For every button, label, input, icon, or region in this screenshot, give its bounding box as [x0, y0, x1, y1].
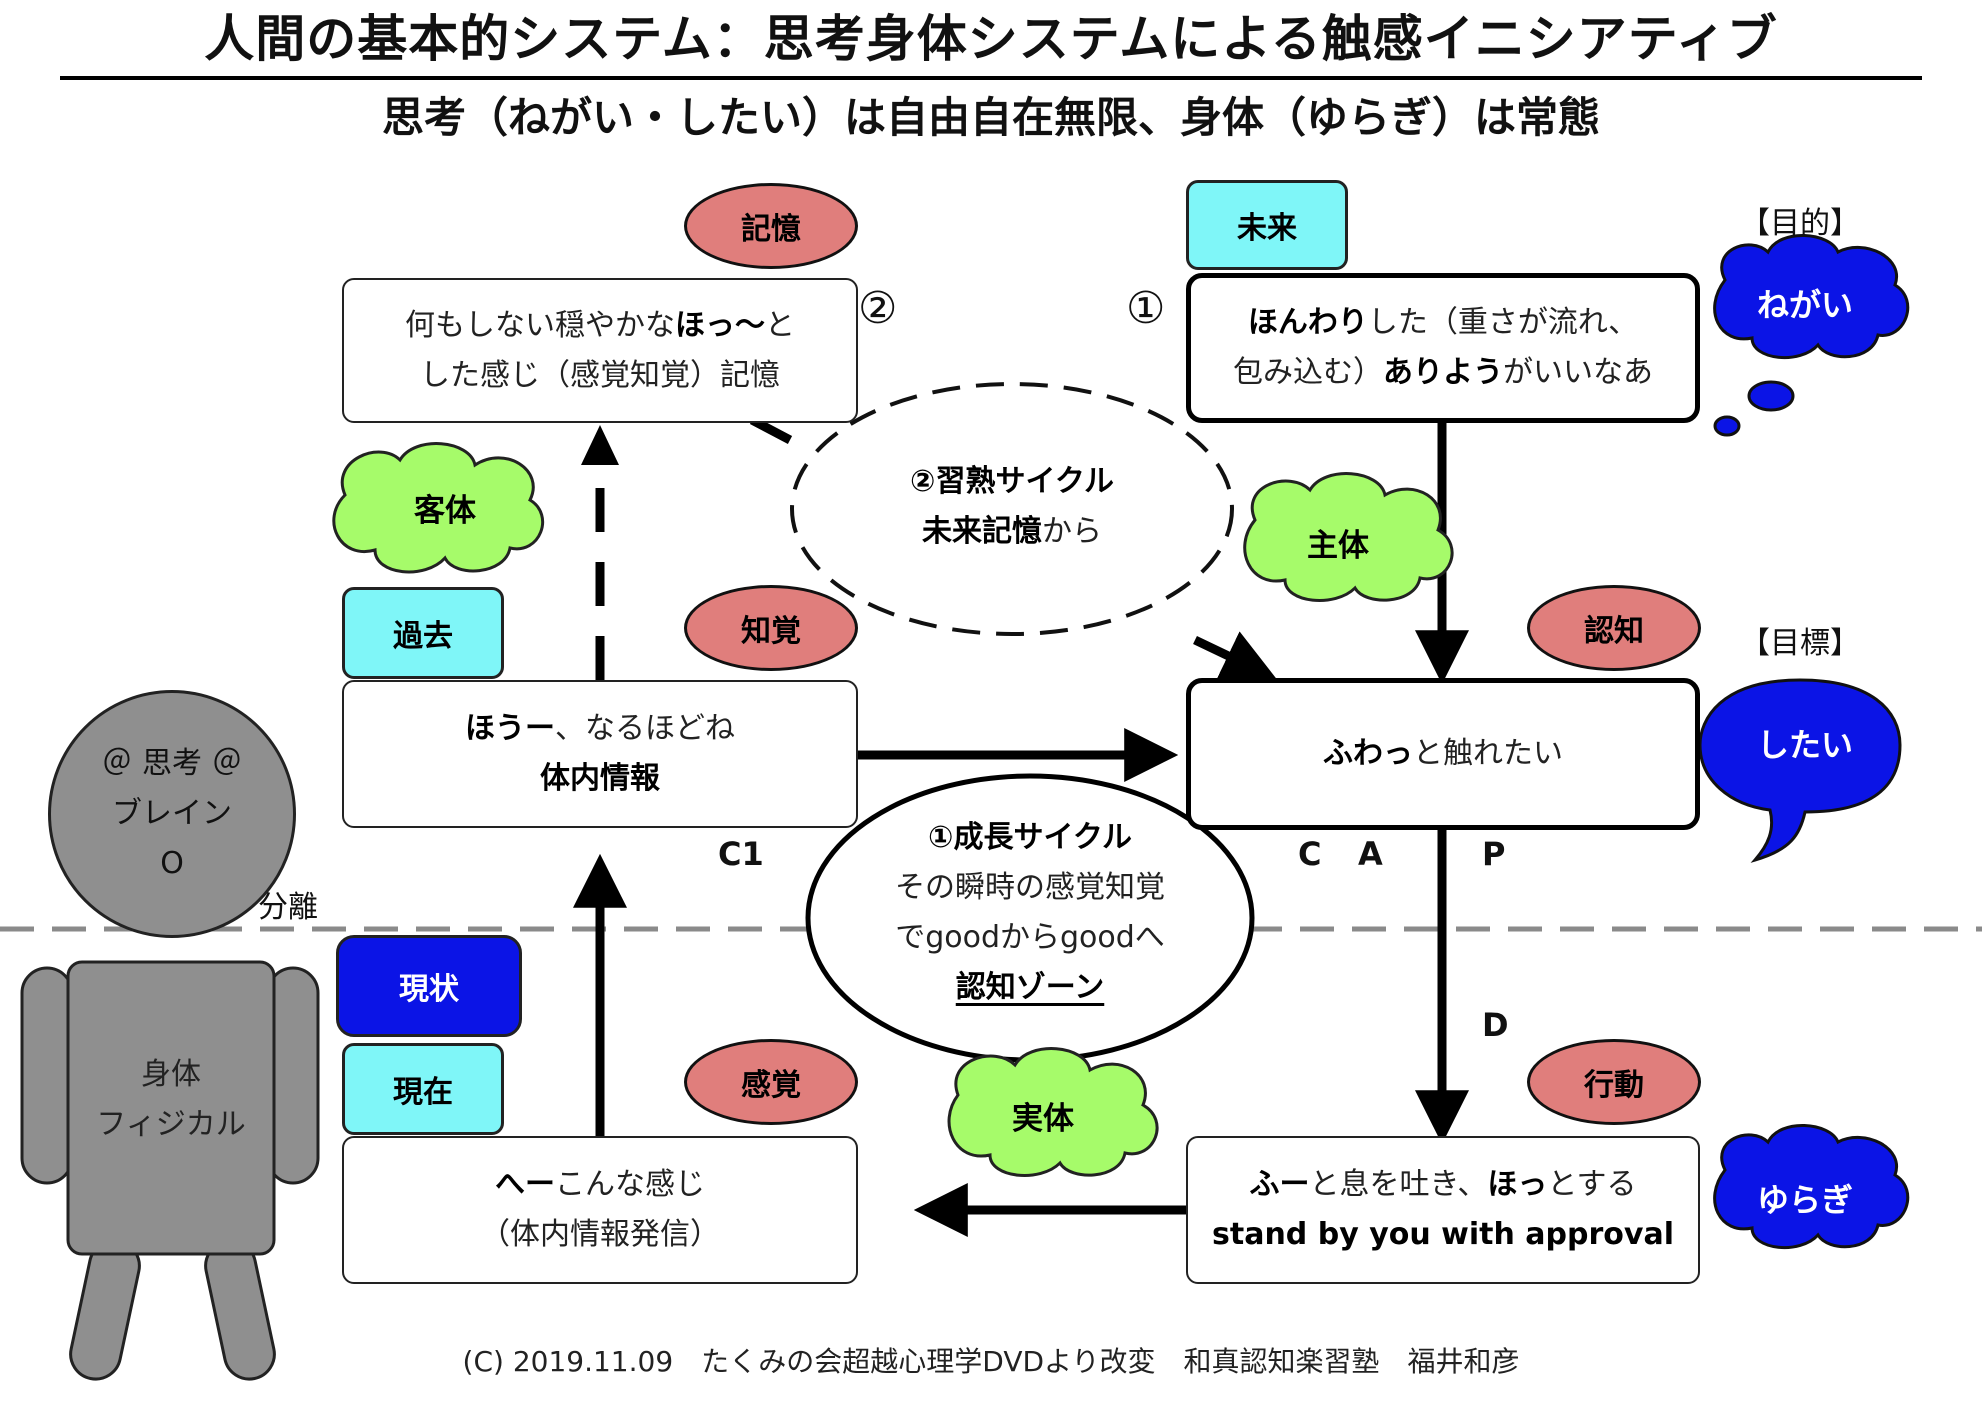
cloud-kyakutai-shape: [332, 442, 545, 574]
goal-text-post2: がいいなあ: [1503, 355, 1653, 390]
sensation-text-bold: へー: [495, 1167, 555, 1202]
growth-cycle-line2: その瞬時の感覚知覚: [895, 870, 1165, 905]
body-figure-text: 身体 フィジカル: [68, 1050, 274, 1150]
mastery-cycle-post: から: [1042, 514, 1102, 549]
pill-chikaku: 知覚: [684, 585, 858, 671]
pill-kankaku: 感覚: [684, 1039, 858, 1125]
wave-cloud-shape: [1713, 1124, 1910, 1250]
label-mokuhyo: 【目標】: [1740, 626, 1860, 661]
goal-text-post: した（重さが流れ、: [1367, 305, 1639, 340]
box-action-line2: stand by you with approval: [1212, 1217, 1674, 1252]
growth-cycle-title: ①成長サイクル: [928, 820, 1132, 855]
mastery-cycle-bold: 未来記憶: [922, 514, 1042, 549]
tag-mirai: 未来: [1186, 180, 1348, 270]
page-subtitle: 思考（ねがい・したい）は自由自在無限、身体（ゆらぎ）は常態: [381, 93, 1600, 142]
tag-kako: 過去: [342, 587, 504, 679]
memory-to-cycle-dash: [749, 416, 793, 444]
mastery-cycle-sub: 未来記憶から: [842, 507, 1182, 557]
arrow-head-memory: [581, 425, 619, 465]
pill-kioku: 記憶: [684, 183, 858, 269]
box-goal-line1: ほんわりした（重さが流れ、: [1248, 298, 1638, 348]
body-line1: 身体: [141, 1057, 201, 1092]
box-goal: ほんわりした（重さが流れ、 包み込む）ありようがいいなあ: [1186, 273, 1700, 423]
growth-cycle-text: ①成長サイクル その瞬時の感覚知覚 でgoodからgoodへ 認知ゾーン: [860, 813, 1200, 1013]
target-text-bold: ふわっ: [1323, 736, 1413, 771]
tag-genzai: 現在: [342, 1043, 504, 1135]
goal-text-bold2: ありよう: [1383, 355, 1503, 390]
perception-text-post: 、なるほどね: [555, 711, 735, 746]
cloud-jittai-shape: [947, 1047, 1159, 1177]
growth-cycle-zone: 認知ゾーン: [955, 970, 1105, 1005]
goal-text-pre2: 包み込む）: [1233, 355, 1383, 390]
head-line2: ブレイン: [112, 796, 232, 831]
cloud-jittai: 実体: [1012, 1101, 1074, 1137]
action-text-mid: と息を吐き、: [1309, 1167, 1488, 1202]
cloud-shutai-shape: [1243, 472, 1454, 602]
speech-bubble-shitai: したい: [1756, 726, 1853, 764]
box-action: ふーと息を吐き、ほっとする stand by you with approval: [1186, 1136, 1700, 1284]
thought-cloud-negai: ねがい: [1756, 286, 1853, 324]
label-mokuteki: 【目的】: [1740, 206, 1860, 241]
perception-text-bold2: 体内情報: [540, 761, 660, 796]
label-c1: C1: [718, 835, 764, 873]
pill-ninchi: 認知: [1527, 585, 1701, 671]
footer-copyright: (C) 2019.11.09 たくみの会超越心理学DVDより改変 和真認知楽習塾…: [462, 1345, 1520, 1378]
label-p: P: [1482, 835, 1506, 873]
action-text-post: とする: [1547, 1167, 1637, 1202]
box-target: ふわっと触れたい: [1186, 678, 1700, 830]
box-sensation-line1: へーこんな感じ: [495, 1160, 705, 1210]
mastery-cycle-title: ②習熟サイクル: [910, 464, 1114, 499]
box-sensation: へーこんな感じ （体内情報発信）: [342, 1136, 858, 1284]
box-memory-line1: 何もしない穏やかなほっ〜と: [405, 301, 795, 351]
growth-cycle-line3: でgoodからgoodへ: [895, 920, 1165, 955]
head-at-left: ＠: [102, 746, 132, 781]
box-memory: 何もしない穏やかなほっ〜と した感じ（感覚知覚）記憶: [342, 278, 858, 423]
arrow-cycle-to-target: [1193, 631, 1277, 681]
memory-text-post: と: [765, 307, 795, 343]
action-text-bold2: ほっ: [1487, 1167, 1548, 1202]
action-text-bold1: ふー: [1249, 1167, 1310, 1202]
wave-cloud-yuragi: ゆらぎ: [1756, 1181, 1853, 1219]
head-thinking: 思考: [142, 746, 202, 781]
head-line1: ＠ 思考 ＠: [102, 739, 242, 789]
head-line3: O: [160, 846, 184, 881]
box-memory-line2: した感じ（感覚知覚）記憶: [420, 357, 780, 393]
box-action-line1: ふーと息を吐き、ほっとする: [1249, 1160, 1636, 1210]
box-perception-line1: ほうー、なるほどね: [465, 704, 735, 754]
label-separation: 分離: [258, 890, 318, 925]
mastery-cycle-text: ②習熟サイクル 未来記憶から: [842, 457, 1182, 557]
body-line2: フィジカル: [96, 1107, 246, 1142]
sensation-text-post: こんな感じ: [555, 1167, 705, 1202]
perception-text-bold: ほうー: [465, 711, 555, 746]
label-c: C: [1298, 835, 1322, 873]
goal-text-bold: ほんわり: [1247, 305, 1368, 340]
label-d: D: [1482, 1006, 1509, 1044]
memory-text-pre: 何もしない穏やかな: [405, 307, 675, 343]
tag-genjo: 現状: [336, 935, 522, 1037]
head-at-right: ＠: [212, 746, 242, 781]
memory-text-bold: ほっ〜: [675, 307, 765, 343]
cloud-kyakutai: 客体: [414, 493, 476, 529]
growth-cycle-line4: 認知ゾーン: [860, 963, 1200, 1013]
thought-cloud-shape: [1713, 234, 1910, 437]
marker-one: ①: [1126, 283, 1166, 334]
label-a: A: [1358, 835, 1383, 873]
target-text-post: と触れたい: [1413, 736, 1563, 771]
cloud-shutai: 主体: [1307, 528, 1369, 564]
body-figure-shape: [20, 960, 320, 1381]
box-perception: ほうー、なるほどね 体内情報: [342, 680, 858, 828]
box-sensation-line2: （体内情報発信）: [480, 1217, 720, 1252]
mastery-cycle-ellipse: [790, 382, 1234, 636]
box-goal-line2: 包み込む）ありようがいいなあ: [1233, 348, 1653, 398]
speech-bubble-shape: [1698, 678, 1902, 863]
box-target-line1: ふわっと触れたい: [1323, 729, 1563, 779]
box-perception-line2: 体内情報: [540, 754, 660, 804]
pill-kodo: 行動: [1527, 1039, 1701, 1125]
head-brain-circle: ＠ 思考 ＠ ブレイン O: [48, 690, 296, 938]
marker-two: ②: [858, 283, 898, 334]
page-title: 人間の基本的システム：思考身体システムによる触感イニシアティブ: [60, 2, 1922, 80]
